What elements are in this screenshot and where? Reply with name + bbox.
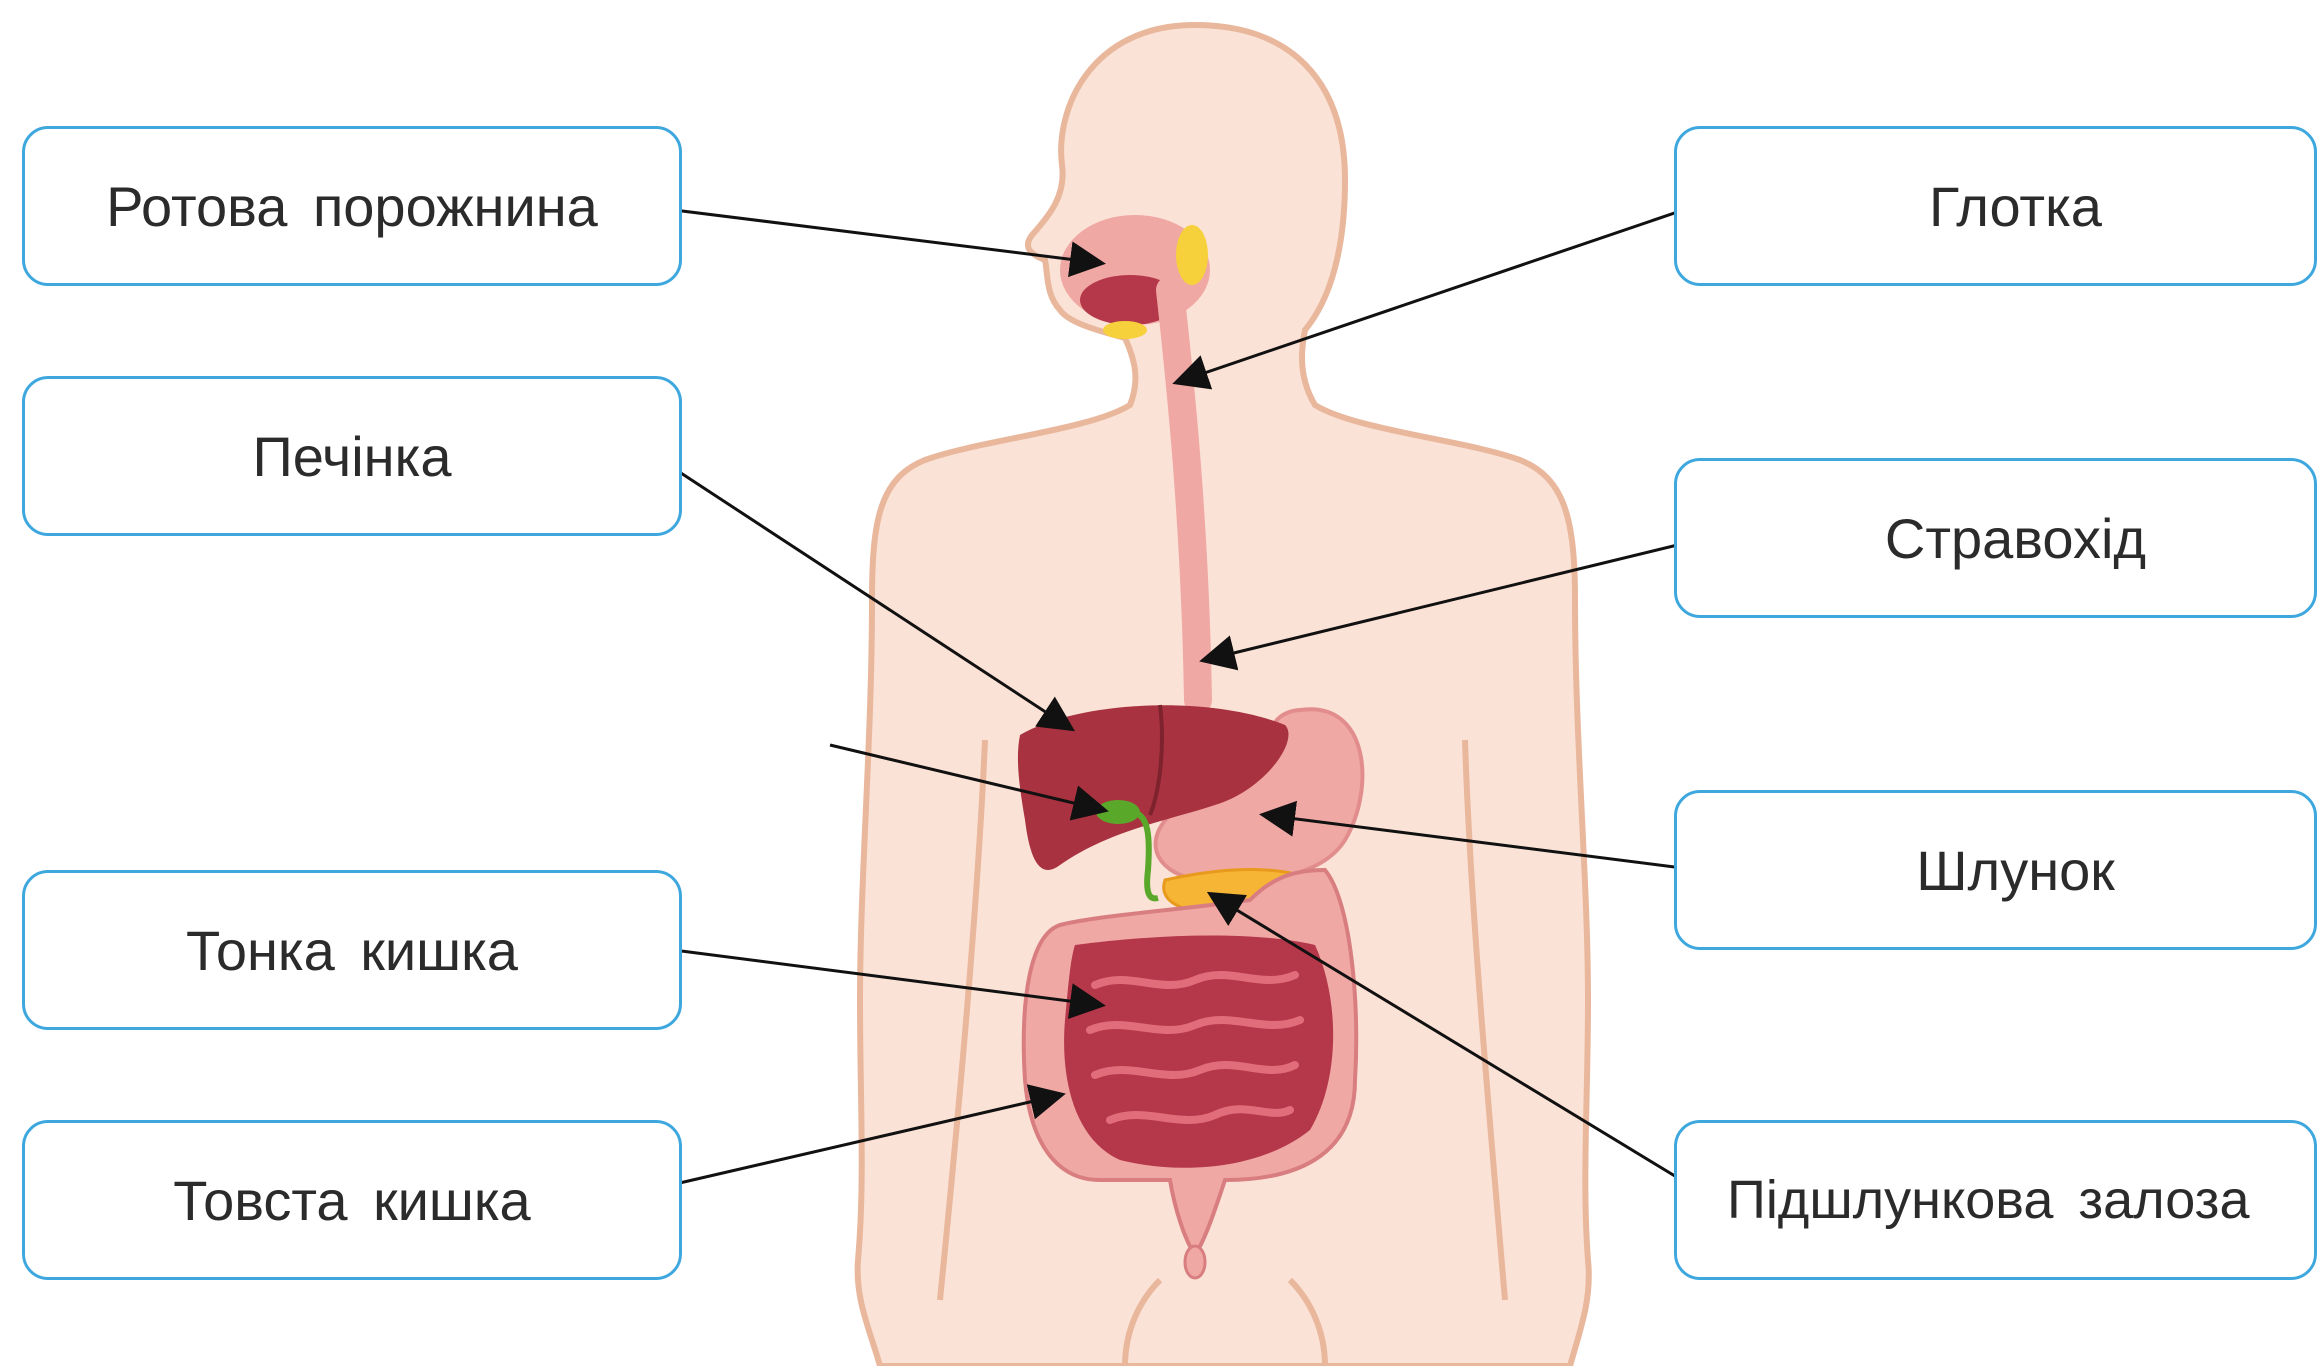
salivary-gland-upper — [1176, 225, 1208, 285]
label-small-intestine: Тонка кишка — [22, 870, 682, 1030]
rectum-shape — [1185, 1246, 1205, 1278]
label-liver: Печінка — [22, 376, 682, 536]
label-stomach: Шлунок — [1674, 790, 2317, 950]
label-large-intestine: Товста кишка — [22, 1120, 682, 1280]
salivary-gland-lower — [1103, 321, 1147, 339]
label-esophagus: Стравохід — [1674, 458, 2317, 618]
label-pharynx: Глотка — [1674, 126, 2317, 286]
label-pancreas: Підшлункова залоза — [1674, 1120, 2317, 1280]
small-intestine-shape — [1064, 936, 1333, 1168]
label-mouth: Ротова порожнина — [22, 126, 682, 286]
